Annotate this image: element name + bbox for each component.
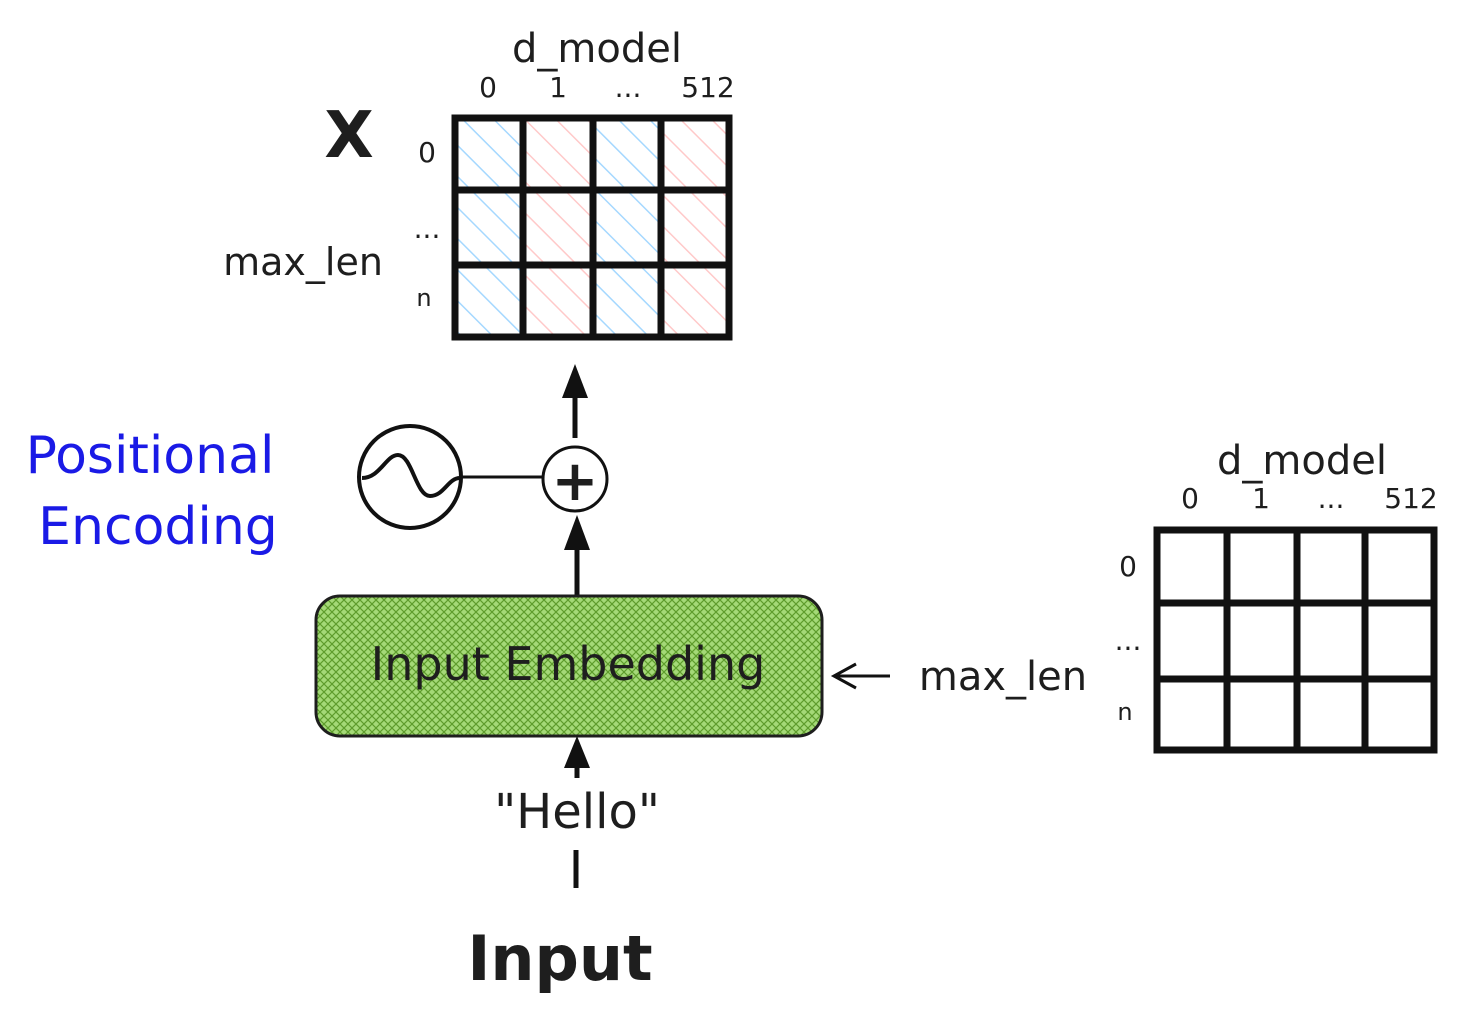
- side-matrix-row-label-2: n: [1117, 698, 1132, 726]
- input-label: Input: [467, 922, 652, 995]
- arrow-embedding-to-add-head: [564, 515, 590, 550]
- top-matrix: d_model 0 1 ... 512 X 0 ... n max_len: [223, 26, 735, 341]
- input-embedding-box: [314, 594, 824, 738]
- side-matrix-col-title: d_model: [1217, 438, 1387, 484]
- top-matrix-col-fill-1: [523, 118, 593, 337]
- top-matrix-col-fill-0: [455, 118, 523, 337]
- side-matrix-row-label-1: ...: [1115, 624, 1142, 657]
- top-matrix-row-label-2: n: [416, 284, 431, 312]
- input-embedding-label: Input Embedding: [371, 637, 766, 691]
- top-matrix-col-fill-2: [593, 118, 661, 337]
- positional-encoding-sine-node: [357, 424, 463, 530]
- top-matrix-col-label-2: ...: [615, 71, 642, 104]
- positional-encoding-label-line1: Positional: [26, 426, 275, 486]
- positional-encoding-label-line2: Encoding: [38, 497, 278, 557]
- top-matrix-row-title: max_len: [223, 240, 383, 284]
- add-node: +: [541, 445, 609, 514]
- top-matrix-col-title: d_model: [512, 26, 682, 72]
- sine-wave-icon: [361, 452, 461, 499]
- top-matrix-col-fill-3: [661, 118, 729, 337]
- top-matrix-row-label-0: 0: [418, 136, 436, 169]
- arrow-to-top-matrix-head: [562, 364, 588, 398]
- side-matrix-row-label-0: 0: [1119, 550, 1137, 583]
- sine-circle: [357, 424, 463, 530]
- side-matrix-col-label-1: 1: [1252, 482, 1270, 515]
- top-matrix-row-label-1: ...: [414, 212, 441, 245]
- add-circle: [541, 445, 609, 513]
- plus-icon: +: [552, 449, 599, 514]
- side-matrix: d_model 0 1 ... 512 0 ... n: [1115, 438, 1438, 754]
- side-matrix-col-label-3: 512: [1384, 482, 1437, 515]
- side-arrow-head: [830, 662, 857, 690]
- side-matrix-col-label-2: ...: [1318, 482, 1345, 515]
- side-max-len-label: max_len: [919, 654, 1087, 700]
- token-hello: "Hello": [494, 784, 660, 840]
- top-matrix-col-label-1: 1: [549, 71, 567, 104]
- input-embedding-block: Input Embedding: [314, 594, 824, 738]
- side-matrix-col-label-0: 0: [1181, 482, 1199, 515]
- top-matrix-col-label-3: 512: [681, 71, 734, 104]
- arrow-token-to-embedding-head: [564, 736, 590, 768]
- top-matrix-col-label-0: 0: [479, 71, 497, 104]
- matrix-symbol-x: X: [324, 99, 373, 173]
